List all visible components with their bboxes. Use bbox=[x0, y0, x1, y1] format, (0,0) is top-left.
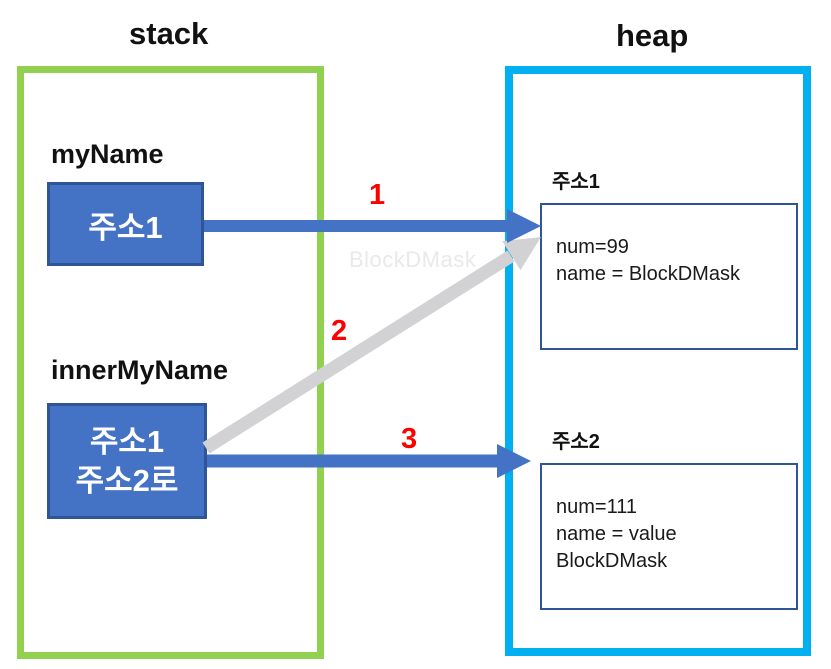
var-box-innermyname: 주소1 주소2로 bbox=[47, 403, 207, 519]
arrow-1-number: 1 bbox=[369, 179, 386, 211]
var-box-innermyname-value-line1: 주소1 bbox=[89, 424, 165, 459]
heap-object-2-line2: name = value bbox=[556, 523, 677, 545]
heap-title: heap bbox=[616, 18, 689, 53]
heap-address-2-label: 주소2 bbox=[552, 431, 600, 453]
heap-address-1-label: 주소1 bbox=[552, 171, 600, 193]
arrow-3-number: 3 bbox=[401, 423, 418, 455]
arrow-2-number: 2 bbox=[331, 315, 348, 347]
watermark-text: BlockDMask bbox=[349, 247, 477, 272]
var-box-innermyname-value-line2: 주소2로 bbox=[75, 463, 179, 498]
heap-object-1-line2: name = BlockDMask bbox=[556, 263, 740, 285]
heap-object-2-line1: num=111 bbox=[556, 496, 637, 518]
var-box-myname: 주소1 bbox=[47, 182, 204, 266]
heap-object-2-box: num=111 name = value BlockDMask bbox=[540, 463, 798, 610]
stack-title: stack bbox=[129, 16, 209, 51]
heap-object-2-line3: BlockDMask bbox=[556, 550, 668, 572]
var-label-innermyname: innerMyName bbox=[51, 355, 229, 385]
var-box-myname-value: 주소1 bbox=[88, 209, 163, 245]
heap-object-1-line1: num=99 bbox=[556, 236, 629, 258]
var-label-myname: myName bbox=[51, 139, 164, 169]
heap-object-1-box: num=99 name = BlockDMask bbox=[540, 203, 798, 350]
